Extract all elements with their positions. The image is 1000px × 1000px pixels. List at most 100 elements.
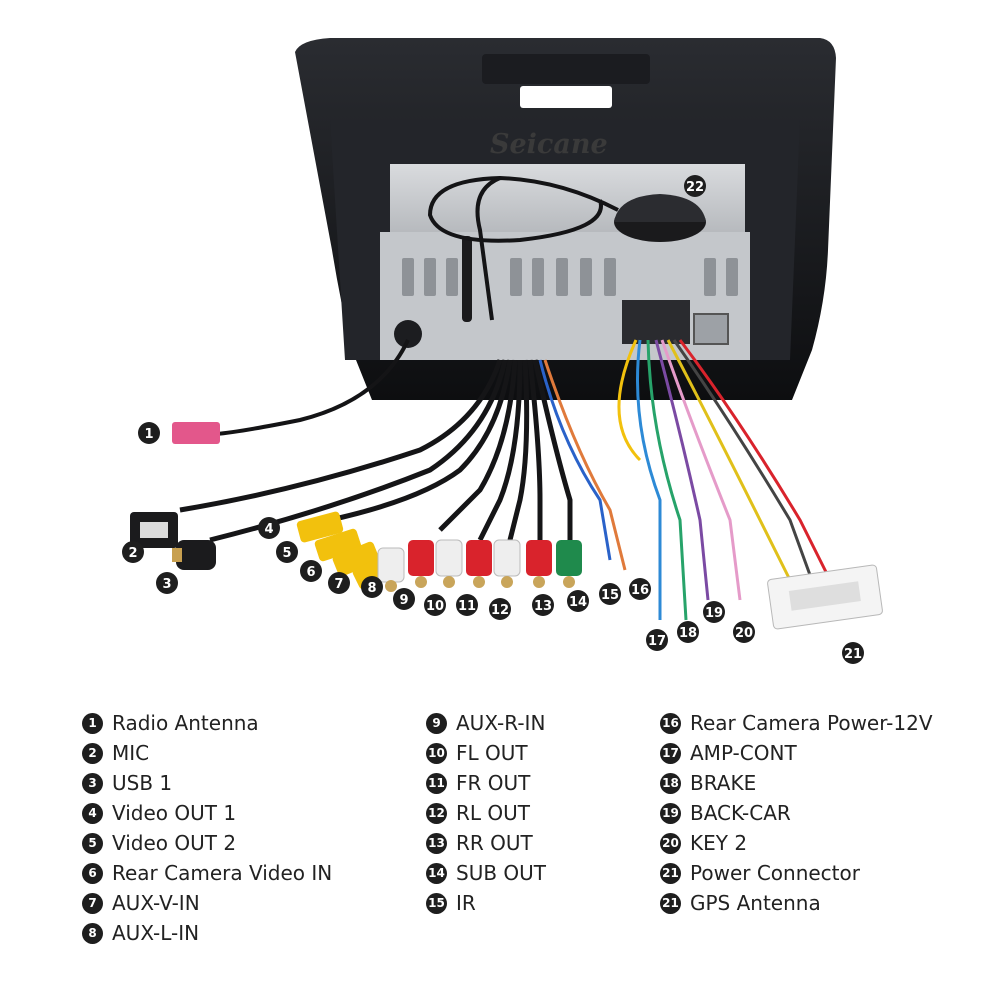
- svg-text:10: 10: [426, 599, 444, 614]
- legend-number: 19: [660, 802, 681, 824]
- legend-label: AUX-V-IN: [112, 891, 200, 915]
- usb-plug: [130, 512, 178, 548]
- svg-text:7: 7: [334, 577, 343, 592]
- radio-antenna-cable: [215, 339, 410, 436]
- svg-text:15: 15: [601, 588, 619, 603]
- legend-label: Video OUT 2: [112, 831, 237, 855]
- legend-item: 5 Video OUT 2: [82, 828, 332, 858]
- callout-2: 2: [122, 541, 144, 563]
- head-unit-wiring-photo: Seicane: [122, 38, 883, 664]
- gps-cable: [427, 175, 619, 321]
- legend-label: USB 1: [112, 771, 173, 795]
- callout-19: 19: [703, 601, 725, 623]
- svg-text:14: 14: [569, 595, 587, 610]
- legend-number: 17: [660, 742, 681, 764]
- rca-thin-wires: [538, 359, 627, 571]
- callout-14: 14: [567, 590, 589, 612]
- legend-label: AMP-CONT: [690, 741, 797, 765]
- callout-10: 10: [424, 594, 446, 616]
- callout-6: 6: [300, 560, 322, 582]
- legend-label: KEY 2: [690, 831, 748, 855]
- legend-number: 16: [660, 712, 681, 734]
- callout-21: 21: [842, 642, 864, 664]
- svg-text:2: 2: [128, 546, 137, 561]
- svg-text:6: 6: [306, 565, 315, 580]
- legend-number: 2: [82, 742, 103, 764]
- callout-badges: 1 2 3 4 5 6 7 8 9 10 11 12 13 14 15 16 1…: [122, 175, 864, 664]
- callout-3: 3: [156, 572, 178, 594]
- legend-label: FR OUT: [456, 771, 531, 795]
- svg-text:9: 9: [399, 593, 408, 608]
- legend-label: Rear Camera Power-12V: [690, 711, 933, 735]
- legend-number: 12: [426, 802, 447, 824]
- svg-text:20: 20: [735, 626, 753, 641]
- svg-text:21: 21: [844, 647, 862, 662]
- svg-text:4: 4: [264, 522, 273, 537]
- legend-label: Rear Camera Video IN: [112, 861, 333, 885]
- callout-11: 11: [456, 594, 478, 616]
- legend-label: AUX-L-IN: [112, 921, 200, 945]
- power-connector-plug: [767, 564, 883, 630]
- svg-text:19: 19: [705, 606, 723, 621]
- legend-item: 11 FR OUT: [426, 768, 546, 798]
- legend-item: 6 Rear Camera Video IN: [82, 858, 332, 888]
- callout-16: 16: [629, 578, 651, 600]
- legend-item: 4 Video OUT 1: [82, 798, 332, 828]
- legend-label: Power Connector: [690, 861, 860, 885]
- callout-15: 15: [599, 583, 621, 605]
- legend-number: 4: [82, 802, 103, 824]
- gps-antenna-puck: [614, 194, 706, 242]
- wifi-antenna: [462, 236, 472, 322]
- metal-chassis: [380, 164, 750, 360]
- legend-item: 14 SUB OUT: [426, 858, 546, 888]
- legend-number: 11: [426, 772, 447, 794]
- legend-label: IR: [456, 891, 476, 915]
- legend-label: BRAKE: [690, 771, 757, 795]
- callout-5: 5: [276, 541, 298, 563]
- svg-text:17: 17: [648, 634, 666, 649]
- legend-label: Radio Antenna: [112, 711, 259, 735]
- brand-watermark: Seicane: [490, 129, 608, 160]
- svg-text:5: 5: [282, 546, 291, 561]
- legend-item: 21 Power Connector: [660, 858, 933, 888]
- legend-label: GPS Antenna: [690, 891, 821, 915]
- callout-18: 18: [677, 621, 699, 643]
- svg-text:1: 1: [144, 427, 153, 442]
- legend-number: 14: [426, 862, 447, 884]
- legend-label: RR OUT: [456, 831, 533, 855]
- legend-label: Video OUT 1: [112, 801, 237, 825]
- callout-13: 13: [532, 594, 554, 616]
- legend-label: SUB OUT: [456, 861, 547, 885]
- svg-text:3: 3: [162, 577, 171, 592]
- svg-text:18: 18: [679, 626, 697, 641]
- legend-item: 21 GPS Antenna: [660, 888, 933, 918]
- callout-7: 7: [328, 572, 350, 594]
- legend-number: 20: [660, 832, 681, 854]
- legend-item: 7 AUX-V-IN: [82, 888, 332, 918]
- svg-text:22: 22: [686, 180, 704, 195]
- svg-text:16: 16: [631, 583, 649, 598]
- legend-item: 16 Rear Camera Power-12V: [660, 708, 933, 738]
- callout-8: 8: [361, 576, 383, 598]
- legend-number: 15: [426, 892, 447, 914]
- callout-4: 4: [258, 517, 280, 539]
- legend-number: 6: [82, 862, 103, 884]
- legend-item: 19 BACK-CAR: [660, 798, 933, 828]
- legend-number: 5: [82, 832, 103, 854]
- power-harness-wires: [617, 339, 832, 621]
- legend-label: BACK-CAR: [690, 801, 791, 825]
- legend-number: 21: [660, 862, 681, 884]
- mic-jack: [172, 540, 216, 570]
- legend-number: 21: [660, 892, 681, 914]
- legend-number: 7: [82, 892, 103, 914]
- legend-number: 3: [82, 772, 103, 794]
